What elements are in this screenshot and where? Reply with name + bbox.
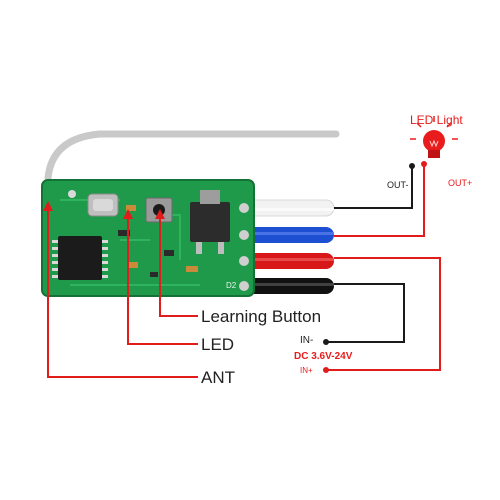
led-light-label: LED Light [410, 113, 463, 127]
terminal-dots [323, 161, 427, 373]
callout-arrows [43, 201, 165, 219]
board-marking: D2 [226, 281, 237, 290]
dc-range-label: DC 3.6V-24V [294, 351, 353, 362]
in-plus-label: IN+ [300, 366, 313, 375]
led-label: LED [201, 335, 235, 354]
antenna-wire [44, 130, 340, 182]
callout-lines [47, 166, 441, 378]
out-plus-label: OUT+ [448, 178, 473, 188]
led-light-bulb [410, 116, 458, 158]
ant-label: ANT [201, 368, 235, 387]
voltage-regulator [190, 202, 230, 242]
ic-chip [58, 236, 102, 280]
out-minus-label: OUT- [387, 180, 409, 190]
receiver-board [41, 179, 255, 297]
learning-button-label: Learning Button [201, 307, 322, 326]
in-minus-label: IN- [300, 335, 314, 346]
output-wires [235, 199, 335, 294]
black-lines [326, 168, 413, 343]
